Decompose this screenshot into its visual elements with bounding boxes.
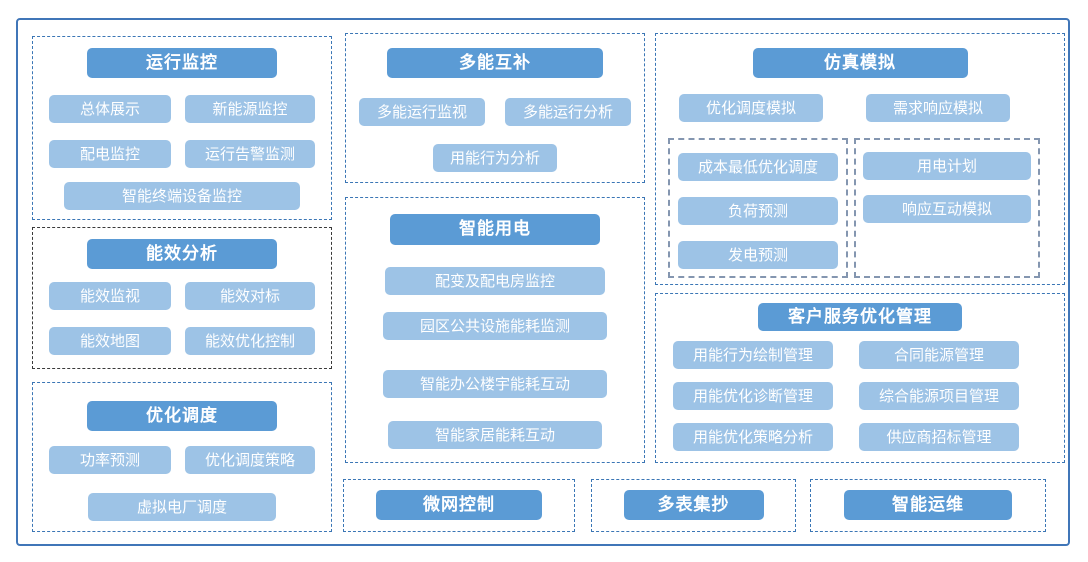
module-generation-forecast: 发电预测 — [678, 241, 838, 269]
module-transformer-room-monitoring: 配变及配电房监控 — [385, 267, 605, 295]
header-energy-efficiency-analysis: 能效分析 — [87, 239, 277, 269]
module-energy-efficiency-monitoring: 能效监视 — [49, 282, 171, 310]
module-energy-optimization-diagnosis-management: 用能优化诊断管理 — [673, 382, 833, 410]
section-multi-meter-reading: 多表集抄 — [591, 479, 796, 532]
section-multi-energy-complementary: 多能互补 多能运行监视 多能运行分析 用能行为分析 — [345, 33, 645, 183]
header-multi-energy-complementary: 多能互补 — [387, 48, 603, 78]
header-optimal-dispatch: 优化调度 — [87, 401, 277, 431]
module-intelligent-terminal-device-monitoring: 智能终端设备监控 — [64, 182, 300, 210]
module-park-facilities-energy-monitoring: 园区公共设施能耗监测 — [383, 312, 607, 340]
module-integrated-energy-project-management: 综合能源项目管理 — [859, 382, 1019, 410]
module-operation-alarm-monitoring: 运行告警监测 — [185, 140, 315, 168]
header-microgrid-control: 微网控制 — [376, 490, 542, 520]
module-optimal-dispatch-strategy: 优化调度策略 — [185, 446, 315, 474]
module-supplier-bidding-management: 供应商招标管理 — [859, 423, 1019, 451]
module-energy-use-behavior-analysis: 用能行为分析 — [433, 144, 557, 172]
module-energy-behavior-profiling-management: 用能行为绘制管理 — [673, 341, 833, 369]
module-contract-energy-management: 合同能源管理 — [859, 341, 1019, 369]
header-simulation: 仿真模拟 — [752, 48, 968, 78]
module-optimal-dispatch-simulation: 优化调度模拟 — [679, 94, 823, 122]
header-smart-power-use: 智能用电 — [390, 214, 600, 245]
module-power-use-plan: 用电计划 — [863, 152, 1031, 180]
module-multi-energy-operation-monitoring: 多能运行监视 — [359, 98, 485, 126]
module-distribution-monitoring: 配电监控 — [49, 140, 171, 168]
section-optimal-dispatch: 优化调度 功率预测 优化调度策略 虚拟电厂调度 — [32, 382, 332, 532]
module-energy-efficiency-benchmarking: 能效对标 — [185, 282, 315, 310]
module-energy-efficiency-map: 能效地图 — [49, 327, 171, 355]
section-smart-power-use: 智能用电 配变及配电房监控 园区公共设施能耗监测 智能办公楼宇能耗互动 智能家居… — [345, 197, 645, 463]
module-smart-office-building-energy-interaction: 智能办公楼宇能耗互动 — [383, 370, 607, 398]
section-simulation: 仿真模拟 优化调度模拟 需求响应模拟 成本最低优化调度 负荷预测 发电预测 用电… — [655, 33, 1065, 285]
module-energy-optimization-strategy-analysis: 用能优化策略分析 — [673, 423, 833, 451]
header-multi-meter-reading: 多表集抄 — [623, 490, 764, 520]
section-operation-monitoring: 运行监控 总体展示 新能源监控 配电监控 运行告警监测 智能终端设备监控 — [32, 36, 332, 220]
module-new-energy-monitoring: 新能源监控 — [185, 95, 315, 123]
section-microgrid-control: 微网控制 — [343, 479, 575, 532]
module-response-interaction-simulation: 响应互动模拟 — [863, 195, 1031, 223]
header-operation-monitoring: 运行监控 — [87, 48, 277, 78]
module-overall-display: 总体展示 — [49, 95, 171, 123]
subsection-plan-response: 用电计划 响应互动模拟 — [854, 138, 1040, 278]
module-smart-home-energy-interaction: 智能家居能耗互动 — [388, 421, 602, 449]
header-customer-service-management: 客户服务优化管理 — [758, 303, 962, 331]
module-virtual-power-plant-dispatch: 虚拟电厂调度 — [88, 493, 276, 521]
section-smart-operation-maintenance: 智能运维 — [810, 479, 1046, 532]
module-power-forecast: 功率预测 — [49, 446, 171, 474]
module-min-cost-optimal-dispatch: 成本最低优化调度 — [678, 153, 838, 181]
module-energy-efficiency-optimization-control: 能效优化控制 — [185, 327, 315, 355]
module-multi-energy-operation-analysis: 多能运行分析 — [505, 98, 631, 126]
subsection-dispatch-forecast: 成本最低优化调度 负荷预测 发电预测 — [668, 138, 848, 278]
module-demand-response-simulation: 需求响应模拟 — [866, 94, 1010, 122]
section-customer-service-management: 客户服务优化管理 用能行为绘制管理 合同能源管理 用能优化诊断管理 综合能源项目… — [655, 293, 1065, 463]
module-load-forecast: 负荷预测 — [678, 197, 838, 225]
section-energy-efficiency-analysis: 能效分析 能效监视 能效对标 能效地图 能效优化控制 — [32, 227, 332, 369]
header-smart-operation-maintenance: 智能运维 — [844, 490, 1012, 520]
